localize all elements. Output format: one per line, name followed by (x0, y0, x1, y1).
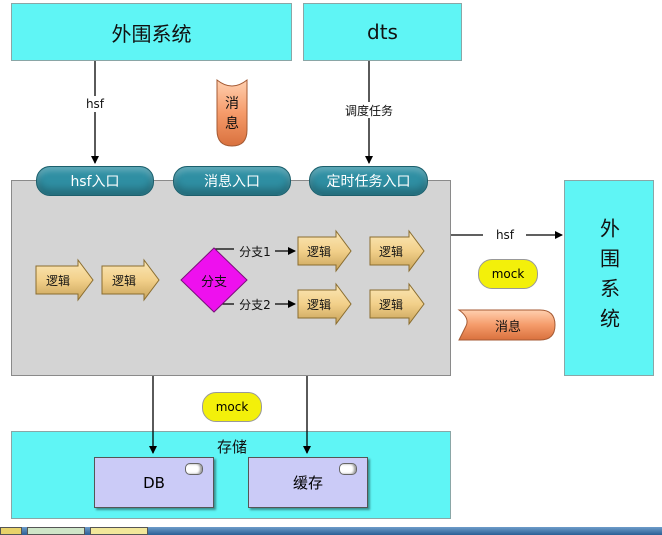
branch1-label: 分支1 (239, 244, 271, 259)
logic-label-3: 逻辑 (306, 244, 331, 259)
peripheral-system-right-label: 外围系统 (596, 218, 621, 338)
logic-label-2: 逻辑 (111, 273, 136, 288)
taskbar (0, 527, 662, 535)
cache-label: 缓存 (292, 474, 323, 492)
peripheral-system-right: 外围系统 (564, 180, 654, 376)
logic-shape-4 (369, 229, 425, 273)
dts-system-label: dts (367, 20, 398, 44)
hsf-entry: hsf入口 (36, 166, 154, 196)
cache-store: 缓存 (248, 457, 368, 508)
taskbar-button-1[interactable] (0, 527, 22, 535)
logic-label-6: 逻辑 (378, 297, 403, 312)
dts-system: dts (303, 3, 462, 61)
logic-shape-2 (101, 258, 160, 302)
schedule-edge-label: 调度任务 (339, 102, 399, 118)
storage-area: 存储 (11, 431, 451, 519)
branch2-label: 分支2 (239, 297, 271, 312)
timer-entry: 定时任务入口 (309, 166, 428, 196)
message-tag-right (457, 309, 556, 341)
logic-label-1: 逻辑 (45, 273, 70, 288)
message-tag-char-1: 消 (225, 96, 239, 112)
branch-diamond (180, 247, 248, 313)
logic-shape-3 (297, 229, 352, 273)
mock-middle: mock (202, 392, 262, 422)
cache-knob (339, 463, 357, 475)
logic-shape-6 (369, 282, 425, 326)
peripheral-system-top: 外围系统 (11, 3, 292, 61)
db-store: DB (94, 457, 214, 508)
storage-title: 存储 (216, 437, 247, 456)
message-tag-top (216, 78, 248, 147)
db-label: DB (143, 473, 165, 492)
taskbar-button-2[interactable] (27, 527, 85, 535)
hsf-right-label: hsf (495, 228, 515, 242)
logic-arrows (35, 229, 425, 326)
logic-shape-1 (35, 258, 94, 302)
logic-label-4: 逻辑 (378, 244, 403, 259)
peripheral-system-top-label: 外围系统 (111, 21, 192, 46)
message-entry: 消息入口 (173, 166, 291, 196)
db-knob (185, 463, 203, 475)
message-tag-char-2: 息 (225, 116, 239, 132)
logic-shape-5 (297, 282, 352, 326)
message-right-label: 消息 (494, 319, 521, 335)
logic-label-5: 逻辑 (306, 297, 331, 312)
branch-label: 分支 (200, 274, 227, 290)
taskbar-button-3[interactable] (90, 527, 148, 535)
mock-right: mock (478, 259, 538, 289)
hsf-edge-label: hsf (80, 96, 110, 112)
